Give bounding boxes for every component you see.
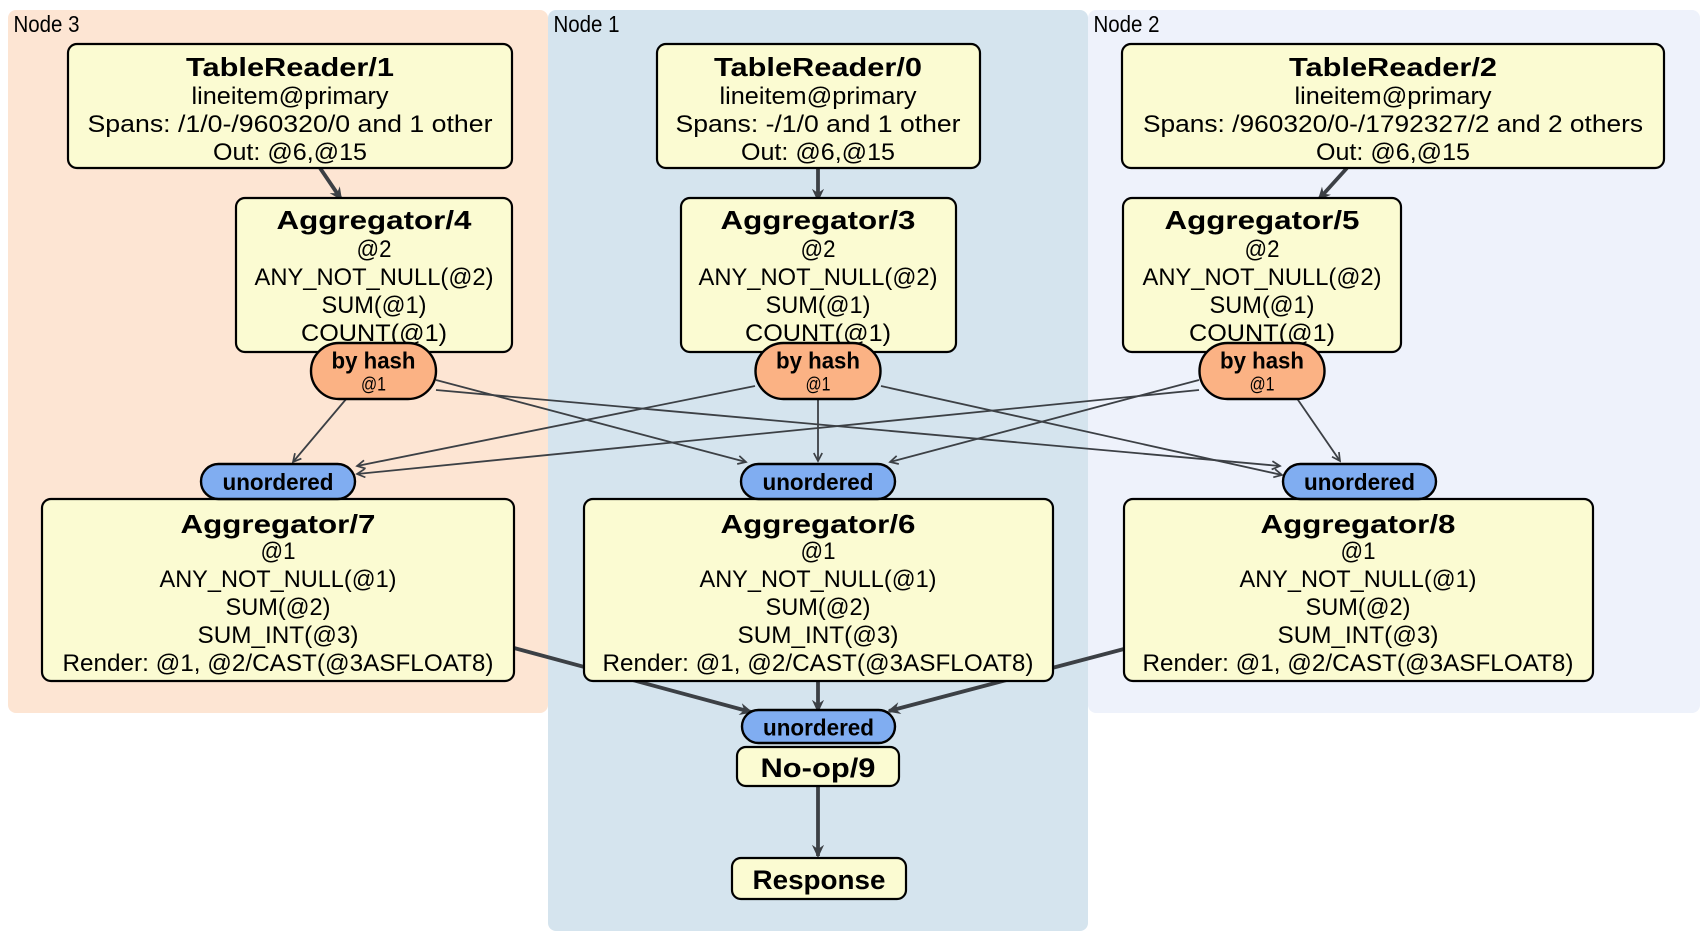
svg-text:TableReader/1: TableReader/1 — [186, 52, 394, 82]
svg-text:Out: @6,@15: Out: @6,@15 — [1316, 139, 1470, 166]
svg-text:lineitem@primary: lineitem@primary — [192, 83, 390, 110]
svg-text:@1: @1 — [261, 538, 296, 565]
svg-text:ANY_NOT_NULL(@2): ANY_NOT_NULL(@2) — [699, 264, 938, 291]
svg-text:@1: @1 — [801, 538, 836, 565]
svg-text:SUM_INT(@3): SUM_INT(@3) — [738, 622, 899, 649]
svg-text:@1: @1 — [361, 375, 386, 396]
svg-text:by hash: by hash — [1220, 348, 1304, 374]
svg-text:by hash: by hash — [776, 348, 860, 374]
svg-text:Aggregator/5: Aggregator/5 — [1165, 205, 1360, 235]
svg-text:Render: @1, @2/CAST(@3ASFLOAT8: Render: @1, @2/CAST(@3ASFLOAT8) — [1143, 650, 1574, 677]
svg-text:@2: @2 — [1245, 236, 1280, 263]
svg-text:Node 3: Node 3 — [14, 11, 80, 37]
svg-text:SUM(@2): SUM(@2) — [1306, 594, 1411, 621]
svg-text:Spans: /960320/0-/1792327/2 an: Spans: /960320/0-/1792327/2 and 2 others — [1143, 111, 1643, 138]
svg-text:ANY_NOT_NULL(@1): ANY_NOT_NULL(@1) — [700, 566, 937, 593]
svg-text:@1: @1 — [806, 375, 831, 396]
svg-text:SUM(@2): SUM(@2) — [766, 594, 871, 621]
svg-text:Render: @1, @2/CAST(@3ASFLOAT8: Render: @1, @2/CAST(@3ASFLOAT8) — [63, 650, 494, 677]
svg-text:Spans: -/1/0 and 1 other: Spans: -/1/0 and 1 other — [676, 111, 961, 138]
svg-text:Node 1: Node 1 — [554, 11, 620, 37]
svg-text:TableReader/2: TableReader/2 — [1289, 52, 1497, 82]
svg-text:ANY_NOT_NULL(@1): ANY_NOT_NULL(@1) — [160, 566, 397, 593]
svg-text:unordered: unordered — [223, 469, 334, 495]
svg-text:Render: @1, @2/CAST(@3ASFLOAT8: Render: @1, @2/CAST(@3ASFLOAT8) — [603, 650, 1034, 677]
svg-text:Out: @6,@15: Out: @6,@15 — [741, 139, 895, 166]
svg-text:Aggregator/7: Aggregator/7 — [181, 509, 376, 539]
svg-text:Response: Response — [753, 865, 886, 895]
svg-text:ANY_NOT_NULL(@2): ANY_NOT_NULL(@2) — [255, 264, 494, 291]
svg-text:lineitem@primary: lineitem@primary — [720, 83, 918, 110]
svg-text:by hash: by hash — [332, 348, 416, 374]
svg-text:SUM(@1): SUM(@1) — [766, 292, 871, 319]
svg-text:SUM_INT(@3): SUM_INT(@3) — [198, 622, 359, 649]
svg-text:Aggregator/8: Aggregator/8 — [1261, 509, 1456, 539]
svg-text:unordered: unordered — [763, 715, 874, 741]
svg-text:@2: @2 — [357, 236, 392, 263]
svg-text:@2: @2 — [801, 236, 836, 263]
svg-text:No-op/9: No-op/9 — [761, 753, 876, 783]
svg-text:@1: @1 — [1250, 375, 1275, 396]
svg-text:SUM(@1): SUM(@1) — [322, 292, 427, 319]
svg-text:Aggregator/3: Aggregator/3 — [721, 205, 916, 235]
svg-text:lineitem@primary: lineitem@primary — [1295, 83, 1493, 110]
svg-text:Aggregator/6: Aggregator/6 — [721, 509, 916, 539]
svg-text:unordered: unordered — [763, 469, 874, 495]
svg-text:unordered: unordered — [1304, 469, 1415, 495]
svg-text:ANY_NOT_NULL(@1): ANY_NOT_NULL(@1) — [1240, 566, 1477, 593]
svg-text:Aggregator/4: Aggregator/4 — [277, 205, 473, 235]
svg-text:SUM(@1): SUM(@1) — [1210, 292, 1315, 319]
svg-text:TableReader/0: TableReader/0 — [714, 52, 922, 82]
svg-text:SUM_INT(@3): SUM_INT(@3) — [1278, 622, 1439, 649]
svg-text:Node 2: Node 2 — [1094, 11, 1160, 37]
svg-text:Out: @6,@15: Out: @6,@15 — [213, 139, 367, 166]
svg-text:Spans: /1/0-/960320/0 and 1 ot: Spans: /1/0-/960320/0 and 1 other — [88, 111, 493, 138]
svg-text:SUM(@2): SUM(@2) — [226, 594, 331, 621]
svg-text:@1: @1 — [1341, 538, 1376, 565]
svg-text:ANY_NOT_NULL(@2): ANY_NOT_NULL(@2) — [1143, 264, 1382, 291]
